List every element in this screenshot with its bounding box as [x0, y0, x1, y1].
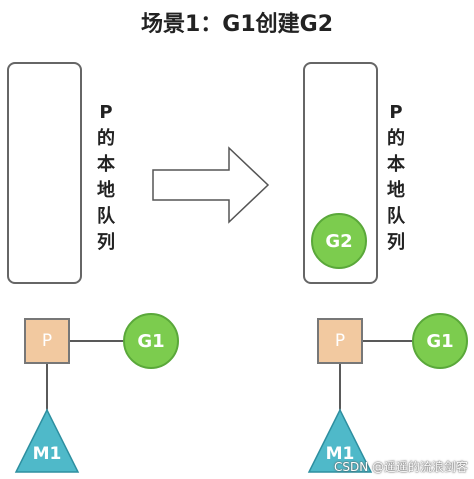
- left-queue-label: P 的 本 地 队 列: [93, 100, 119, 256]
- label-char: 的: [97, 128, 115, 149]
- label-char: 本: [97, 154, 115, 175]
- right-m1-triangle: [307, 408, 373, 473]
- left-m1-triangle: [14, 408, 80, 473]
- right-queue-label: P 的 本 地 队 列: [383, 100, 409, 256]
- right-g1-label: G1: [426, 330, 454, 352]
- right-p-box: P: [317, 318, 363, 364]
- right-g1-circle: G1: [412, 313, 468, 369]
- left-p-label: P: [41, 331, 53, 351]
- left-g1-label: G1: [137, 330, 165, 352]
- label-char: 队: [387, 206, 405, 227]
- right-m1-label: M1: [325, 444, 355, 464]
- label-char: 本: [387, 154, 405, 175]
- queued-g2-label: G2: [325, 230, 353, 252]
- label-char: 地: [387, 180, 405, 201]
- label-char: 列: [97, 232, 115, 253]
- label-char: P: [389, 102, 403, 123]
- queued-g2-circle: G2: [311, 213, 367, 269]
- label-char: 队: [97, 206, 115, 227]
- label-char: 列: [387, 232, 405, 253]
- left-p-box: P: [24, 318, 70, 364]
- right-p-label: P: [334, 331, 346, 351]
- page-title: 场景1：G1创建G2: [140, 12, 334, 37]
- left-local-queue: [7, 62, 82, 284]
- label-char: 的: [387, 128, 405, 149]
- label-char: P: [99, 102, 113, 123]
- watermark: CSDN @遥遥的流浪剑客: [333, 460, 468, 474]
- left-g1-circle: G1: [123, 313, 179, 369]
- label-char: 地: [97, 180, 115, 201]
- transition-arrow: [152, 146, 270, 224]
- left-m1-label: M1: [32, 444, 62, 464]
